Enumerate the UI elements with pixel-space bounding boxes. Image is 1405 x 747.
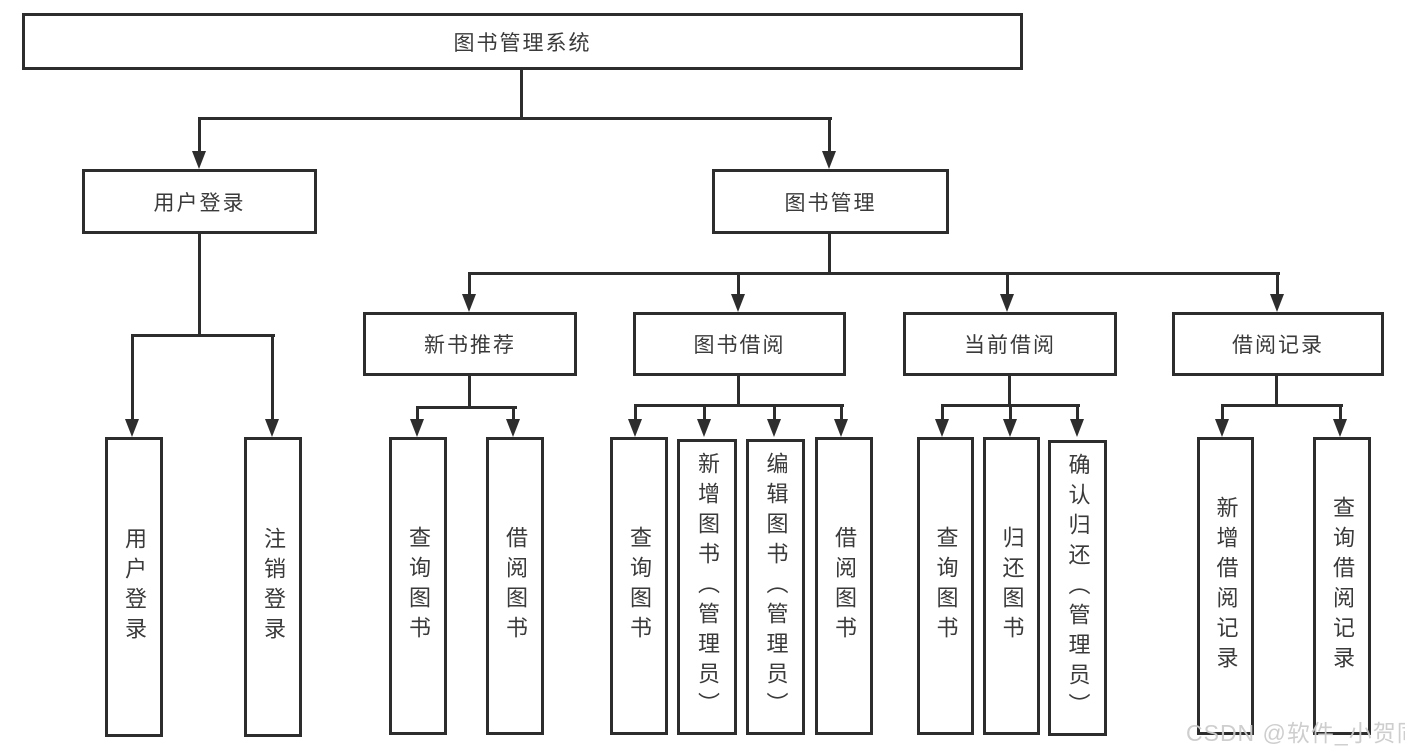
arrowhead — [731, 294, 745, 312]
node-book-management: 图书管理 — [712, 169, 949, 234]
edge-drop-leaf — [634, 406, 637, 421]
edge-group-down — [1275, 375, 1278, 407]
node-book-borrow: 图书借阅 — [633, 312, 846, 376]
leaf-query-books-1: 查询图书 — [389, 437, 447, 735]
edge-group-down — [1008, 375, 1011, 407]
edge-user-login-down — [198, 233, 201, 337]
edge-drop-l3 — [1276, 274, 1279, 296]
node-current-borrow: 当前借阅 — [903, 312, 1117, 376]
arrowhead — [506, 419, 520, 437]
arrowhead — [1333, 419, 1347, 437]
edge-group-down — [737, 375, 740, 407]
edge-drop-leaf — [1221, 406, 1224, 421]
node-new-book-recommend: 新书推荐 — [363, 312, 577, 376]
arrowhead — [1003, 419, 1017, 437]
leaf-edit-book-admin: 编辑图书（管理员） — [746, 439, 805, 735]
edge-drop-leaf — [131, 335, 134, 421]
edge-drop-leaf — [512, 408, 515, 421]
leaf-query-borrow-record: 查询借阅记录 — [1313, 437, 1371, 735]
edge-drop-leaf — [840, 406, 843, 421]
edge-drop-leaf — [1076, 406, 1079, 421]
edge-drop-book-mgmt — [828, 119, 831, 153]
node-user-login: 用户登录 — [82, 169, 317, 234]
arrowhead — [628, 419, 642, 437]
edge-user-login-bus — [131, 334, 275, 337]
arrowhead — [1070, 419, 1084, 437]
edge-drop-leaf — [773, 406, 776, 421]
csdn-watermark: CSDN @软件_小贺同学 — [1186, 720, 1405, 746]
arrowhead — [935, 419, 949, 437]
leaf-add-borrow-record: 新增借阅记录 — [1197, 437, 1254, 735]
leaf-return-books: 归还图书 — [983, 437, 1040, 735]
edge-group-bus — [941, 404, 1080, 407]
edge-drop-l3 — [468, 274, 471, 296]
edge-drop-leaf — [416, 408, 419, 421]
arrowhead — [125, 419, 139, 437]
arrowhead — [1215, 419, 1229, 437]
edge-drop-leaf — [941, 406, 944, 421]
arrowhead — [1270, 294, 1284, 312]
edge-group-down — [468, 375, 471, 409]
edge-drop-user-login — [198, 119, 201, 153]
edge-drop-l3 — [737, 274, 740, 296]
leaf-borrow-books-2: 借阅图书 — [815, 437, 873, 735]
edge-group-bus — [634, 404, 844, 407]
edge-drop-l3 — [1006, 274, 1009, 296]
edge-level2-bus — [198, 117, 832, 120]
edge-group-bus — [416, 406, 517, 409]
node-borrow-records: 借阅记录 — [1172, 312, 1384, 376]
leaf-query-books-3: 查询图书 — [917, 437, 974, 735]
leaf-logout: 注销登录 — [244, 437, 302, 737]
node-root: 图书管理系统 — [22, 13, 1023, 70]
edge-book-mgmt-down — [828, 232, 831, 275]
edge-root-down — [520, 69, 523, 119]
arrowhead — [822, 151, 836, 169]
edge-group-bus — [1221, 404, 1343, 407]
arrowhead — [410, 419, 424, 437]
edge-drop-leaf — [1339, 406, 1342, 421]
edge-drop-leaf — [703, 406, 706, 421]
arrowhead — [1000, 294, 1014, 312]
edge-level3-bus — [468, 272, 1280, 275]
leaf-confirm-return-admin: 确认归还（管理员） — [1048, 440, 1107, 736]
leaf-query-books-2: 查询图书 — [610, 437, 668, 735]
leaf-borrow-books-1: 借阅图书 — [486, 437, 544, 735]
arrowhead — [767, 419, 781, 437]
arrowhead — [462, 294, 476, 312]
arrowhead — [192, 151, 206, 169]
arrowhead — [697, 419, 711, 437]
edge-drop-leaf — [271, 335, 274, 421]
leaf-add-book-admin: 新增图书（管理员） — [677, 439, 737, 735]
leaf-user-login: 用户登录 — [105, 437, 163, 737]
edge-drop-leaf — [1009, 406, 1012, 421]
arrowhead — [265, 419, 279, 437]
arrowhead — [834, 419, 848, 437]
